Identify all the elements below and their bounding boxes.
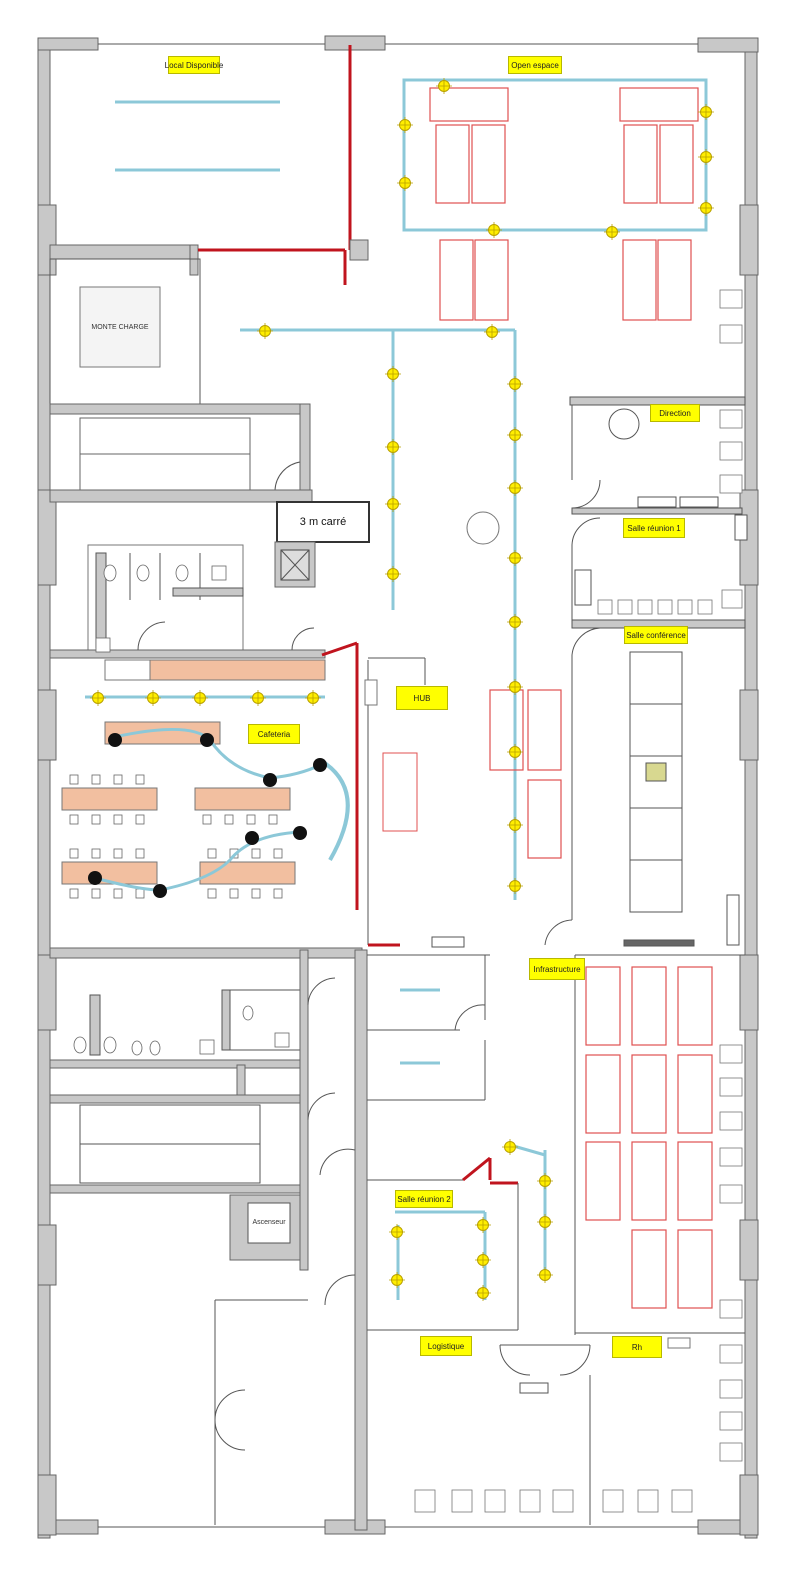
sink-icon (211, 565, 227, 581)
light-fixture-icon (475, 1217, 491, 1233)
light-fixture-icon (397, 117, 413, 133)
light-fixture-icon (486, 222, 502, 238)
toilet-icon (73, 1036, 87, 1054)
label-open-espace: Open espace (508, 56, 562, 74)
door-swing-icon (274, 461, 301, 491)
toilet-icon (242, 1005, 254, 1021)
light-fixture-icon (507, 878, 523, 894)
sink-icon (95, 637, 111, 653)
light-fixture-icon (698, 149, 714, 165)
sink-icon (199, 1039, 215, 1055)
light-fixture-icon (507, 817, 523, 833)
label-local-disponible: Local Disponible (165, 56, 223, 74)
light-fixture-icon (507, 679, 523, 695)
cafeteria-area (61, 659, 350, 899)
label-logistique: Logistique (420, 1336, 472, 1356)
infrastructure-area (574, 954, 745, 1349)
light-fixture-icon (537, 1267, 553, 1283)
light-fixture-icon (475, 1252, 491, 1268)
round-table (466, 511, 500, 545)
toilet-icon (103, 1036, 117, 1054)
label-monte-charge: MONTE CHARGE (91, 323, 149, 331)
light-fixture-icon (436, 78, 452, 94)
toilet-icon (136, 564, 150, 582)
light-fixture-icon (698, 200, 714, 216)
light-fixture-icon (305, 690, 321, 706)
light-fixture-icon (145, 690, 161, 706)
light-fixture-icon (507, 427, 523, 443)
toilet-icon (175, 564, 189, 582)
light-fixture-icon (537, 1214, 553, 1230)
light-fixture-icon (537, 1173, 553, 1189)
label-salle-conference: Salle conférence (624, 626, 688, 644)
outer-thin-lines (98, 43, 698, 1528)
stairs-icon (79, 417, 251, 491)
central-desks (489, 689, 562, 859)
wc-fixtures-bottom (73, 564, 290, 1056)
label-salle-reunion-2: Salle réunion 2 (395, 1190, 453, 1208)
lighting-rails (240, 328, 547, 1300)
light-fixture-icon (698, 104, 714, 120)
light-fixture-icon (507, 550, 523, 566)
direction-block (544, 396, 748, 947)
label-salle-reunion-1: Salle réunion 1 (623, 518, 685, 538)
toilet-icon (103, 564, 117, 582)
light-fixture-icon (507, 744, 523, 760)
service-core-top (49, 258, 313, 503)
light-fixture-icon (385, 366, 401, 382)
light-fixture-icon (192, 690, 208, 706)
chair-icon (414, 289, 743, 1513)
light-fixture-icon (250, 690, 266, 706)
light-fixture-icon (475, 1285, 491, 1301)
light-fixture-icon (389, 1224, 405, 1240)
label-direction: Direction (650, 404, 700, 422)
label-ascenseur: Ascenseur (252, 1218, 286, 1226)
light-fixture-icon (484, 324, 500, 340)
light-fixture-icon (385, 566, 401, 582)
chair-icon (69, 774, 283, 899)
label-rh: Rh (612, 1336, 662, 1358)
open-espace-area (402, 78, 708, 321)
light-fixture-icon (385, 496, 401, 512)
hub-partition (321, 641, 426, 947)
light-fixture-icon (389, 1272, 405, 1288)
light-fixture-icon (257, 323, 273, 339)
label-hub: HUB (396, 686, 448, 710)
label-cafeteria: Cafeteria (248, 724, 300, 744)
light-fixture-icon (604, 224, 620, 240)
light-fixture-icon (397, 175, 413, 191)
service-core-bottom (49, 947, 368, 1531)
toilet-icon (149, 1040, 161, 1056)
light-fixture-icon (385, 439, 401, 455)
light-fixture-icon (90, 690, 106, 706)
pendant-light-icon (88, 733, 327, 898)
stairs-icon (79, 1104, 261, 1184)
sink-icon (274, 1032, 290, 1048)
light-fixture-icon (507, 480, 523, 496)
toilet-icon (131, 1040, 143, 1056)
light-fixture-icon (507, 376, 523, 392)
light-fixture-icon (507, 614, 523, 630)
light-fixture-icon (90, 78, 714, 1301)
lower-middle-rooms (367, 936, 591, 1525)
label-infrastructure: Infrastructure (529, 958, 585, 980)
local-disponible-room (49, 45, 369, 285)
light-fixture-icon (502, 1139, 518, 1155)
label-3m-carre: 3 m carré (299, 516, 347, 528)
